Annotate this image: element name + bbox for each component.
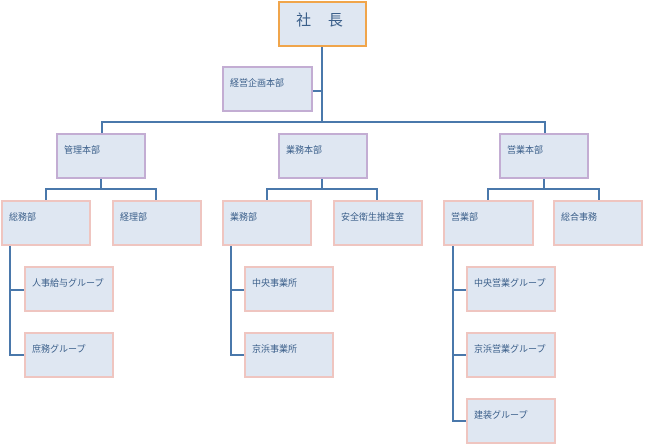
node-group-2-2[interactable]: 京浜事業所 bbox=[244, 332, 334, 378]
connector-group-2-1 bbox=[230, 289, 245, 291]
connector-div3-left bbox=[487, 188, 489, 201]
node-group-3-2[interactable]: 京浜営業グループ bbox=[466, 332, 556, 378]
node-division-1[interactable]: 管理本部 bbox=[56, 133, 146, 179]
connector-group-3-3 bbox=[452, 420, 467, 422]
node-president[interactable]: 社 長 bbox=[278, 1, 367, 47]
connector-dept1-groups bbox=[9, 245, 11, 355]
connector-group-2-2 bbox=[230, 354, 245, 356]
connector-dept2-groups bbox=[230, 245, 232, 355]
node-division-3[interactable]: 営業本部 bbox=[499, 133, 589, 179]
node-department-3-2[interactable]: 総合事務 bbox=[553, 200, 643, 246]
connector-division-3 bbox=[544, 121, 546, 134]
connector-div2-trunk bbox=[321, 178, 323, 189]
node-department-2-2[interactable]: 安全衛生推進室 bbox=[333, 200, 423, 246]
node-division-2[interactable]: 業務本部 bbox=[278, 133, 368, 179]
connector-division-1 bbox=[101, 121, 103, 134]
node-department-3-1[interactable]: 営業部 bbox=[443, 200, 534, 246]
node-group-1-1[interactable]: 人事給与グループ bbox=[24, 266, 114, 312]
node-group-3-1[interactable]: 中央営業グループ bbox=[466, 266, 556, 312]
node-department-2-1[interactable]: 業務部 bbox=[222, 200, 312, 246]
connector-group-1-1 bbox=[9, 289, 24, 291]
node-staff[interactable]: 経営企画本部 bbox=[222, 66, 313, 112]
connector-div1-left bbox=[45, 188, 47, 201]
connector-staff bbox=[312, 90, 322, 92]
connector-div2-right bbox=[376, 188, 378, 201]
connector-div1-trunk bbox=[100, 178, 102, 189]
node-department-1-2[interactable]: 経理部 bbox=[112, 200, 202, 246]
connector-div2-bar bbox=[266, 188, 378, 190]
node-group-2-1[interactable]: 中央事業所 bbox=[244, 266, 334, 312]
connector-group-1-2 bbox=[9, 354, 24, 356]
connector-group-3-2 bbox=[452, 354, 467, 356]
connector-division-bar bbox=[101, 121, 546, 123]
connector-div2-left bbox=[266, 188, 268, 201]
connector-div3-trunk bbox=[543, 178, 545, 189]
connector-div1-bar bbox=[45, 188, 157, 190]
connector-group-3-1 bbox=[452, 289, 467, 291]
connector-div3-right bbox=[598, 188, 600, 201]
node-group-3-3[interactable]: 建装グループ bbox=[466, 398, 556, 444]
connector-div3-bar bbox=[487, 188, 599, 190]
connector-dept3-groups bbox=[452, 245, 454, 422]
node-department-1-1[interactable]: 総務部 bbox=[1, 200, 91, 246]
node-group-1-2[interactable]: 庶務グループ bbox=[24, 332, 114, 378]
connector-president-trunk bbox=[321, 46, 323, 122]
connector-div1-right bbox=[155, 188, 157, 201]
